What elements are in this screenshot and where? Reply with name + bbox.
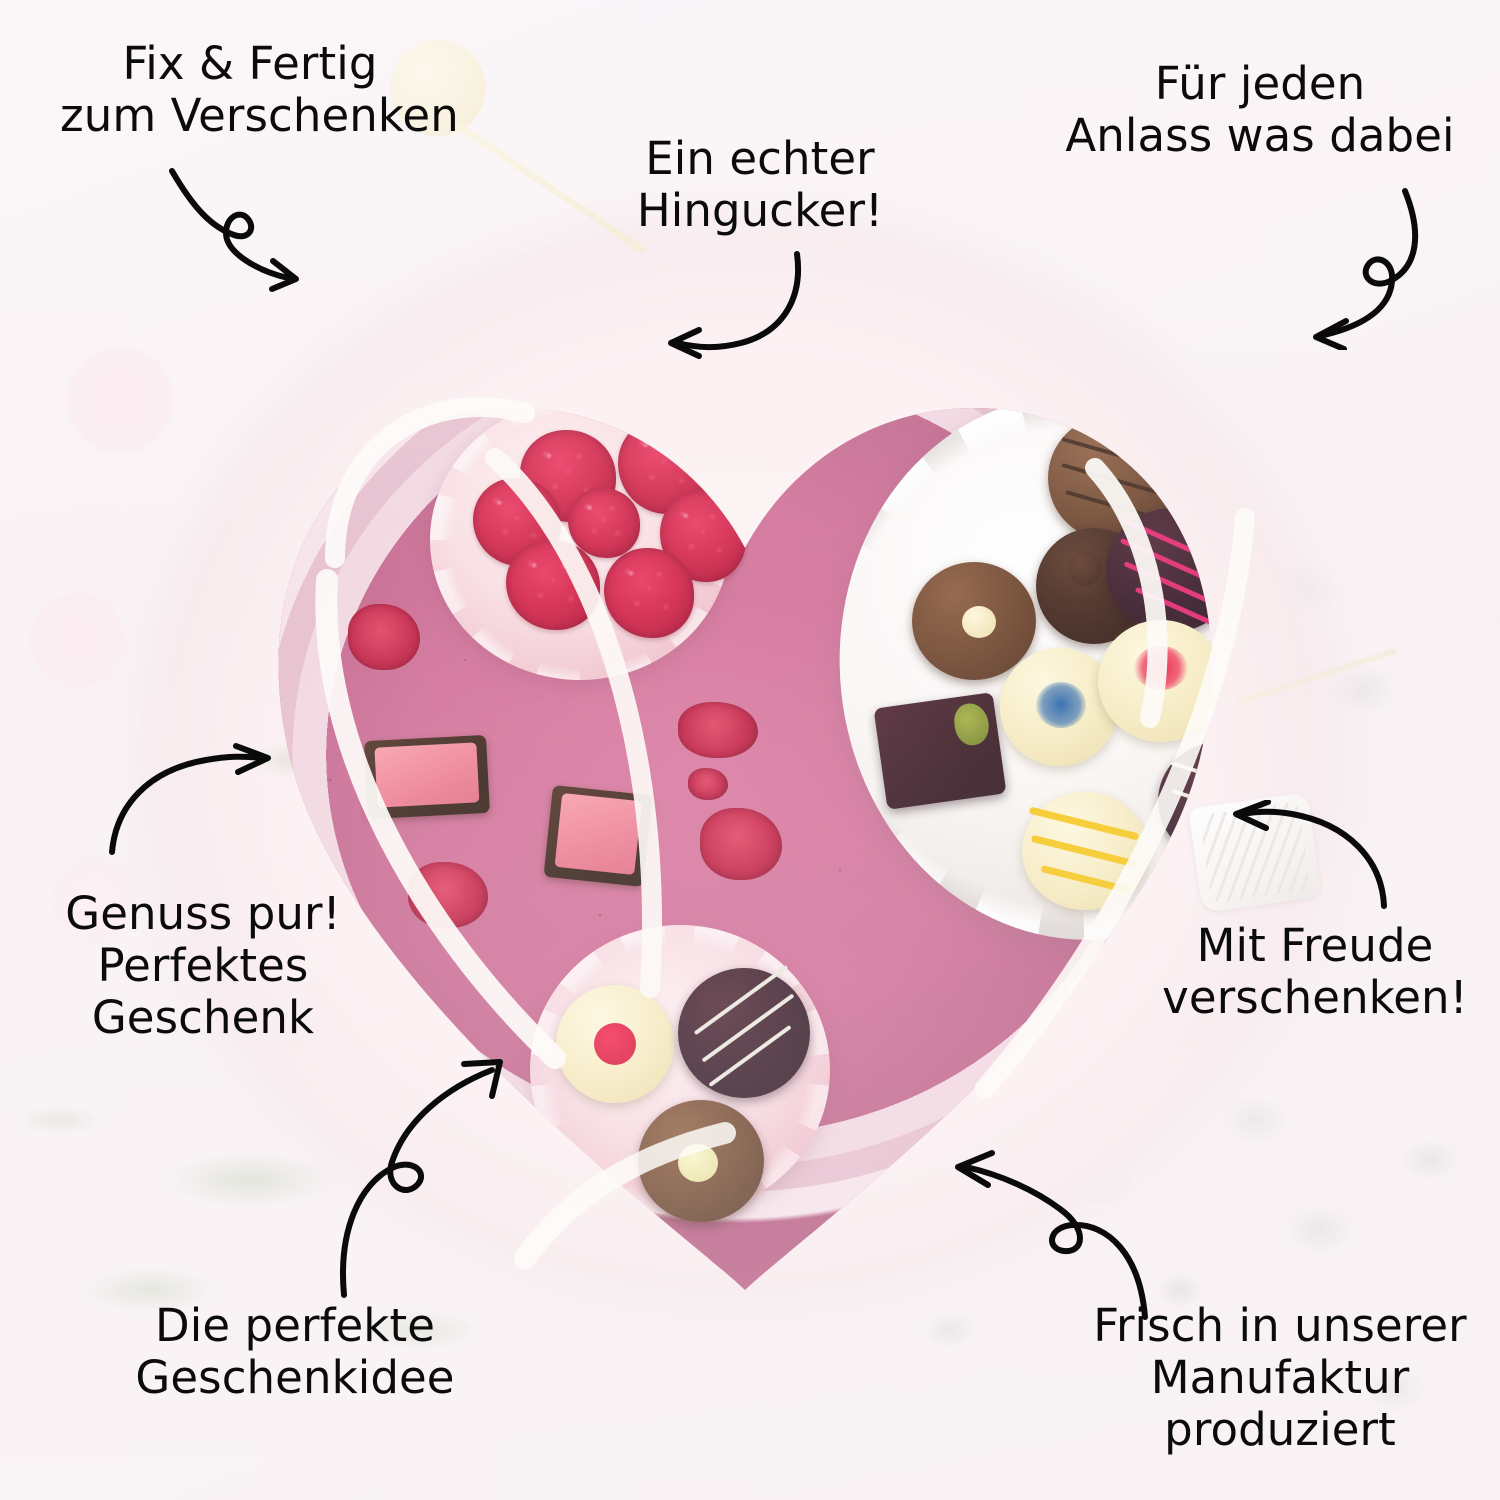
callout-bottom-right: Frisch in unserer Manufaktur produziert	[1060, 1299, 1500, 1457]
praline-dark-yellow-line	[1188, 475, 1295, 589]
callout-line: Perfektes	[97, 939, 309, 993]
callout-line: Hingucker!	[636, 184, 884, 238]
callout-line: zum Verschenken	[60, 89, 459, 143]
callout-line: Manufaktur	[1150, 1351, 1410, 1405]
praline-dark-diagonal-stripes	[678, 968, 810, 1098]
praline-white-yellow-stripes	[1022, 792, 1148, 910]
callout-line: Ein echter	[645, 132, 875, 185]
praline-dark-pink-dots	[1218, 620, 1295, 738]
callout-line: produziert	[1164, 1403, 1396, 1457]
callout-line: Anlass was dabei	[1065, 109, 1455, 163]
raspberry	[568, 488, 640, 558]
loose-raspberry	[408, 862, 488, 928]
callout-line: Mit Freude	[1196, 919, 1434, 972]
chocolate-bar-filled	[364, 735, 490, 819]
callout-top-center: Ein echter Hingucker!	[600, 132, 920, 238]
praline-dark-white-stripes	[1158, 742, 1280, 860]
callout-line: Geschenkidee	[135, 1351, 455, 1405]
praline-milk-white-dot	[912, 562, 1036, 680]
callout-line: Frisch in unserer	[1093, 1299, 1467, 1352]
praline-pink-drizzle	[1106, 508, 1238, 632]
callout-line: Geschenk	[91, 991, 315, 1045]
loose-raspberry	[700, 808, 782, 880]
callout-right-middle: Mit Freude verschenken!	[1130, 919, 1500, 1025]
callout-top-left: Fix & Fertig zum Verschenken	[60, 37, 459, 143]
lollipop-head	[390, 40, 486, 136]
chocolate-bar-filled	[543, 785, 652, 887]
loose-raspberry	[348, 604, 420, 670]
loose-raspberry	[678, 702, 758, 758]
praline-white-red-dot	[556, 985, 674, 1103]
raspberry	[506, 540, 600, 630]
loose-raspberry	[688, 768, 728, 800]
callout-top-right: Für jeden Anlass was dabei	[1040, 57, 1480, 163]
callout-line: Für jeden	[1154, 57, 1366, 110]
praline-dark-back	[1216, 386, 1295, 498]
callout-line: verschenken!	[1162, 971, 1468, 1025]
callout-bottom-left: Die perfekte Geschenkidee	[95, 1299, 495, 1405]
praline-milk-yellow-dot	[638, 1100, 764, 1222]
praline-white-red-sprinkles	[1098, 620, 1224, 742]
praline-dark-square-pistachio	[873, 692, 1006, 810]
callout-line: Fix & Fertig	[122, 37, 378, 90]
callout-line: Genuss pur!	[65, 887, 341, 940]
callout-line: Die perfekte	[154, 1299, 435, 1352]
callout-left-middle: Genuss pur! Perfektes Geschenk	[38, 887, 368, 1045]
raspberry	[604, 548, 694, 638]
